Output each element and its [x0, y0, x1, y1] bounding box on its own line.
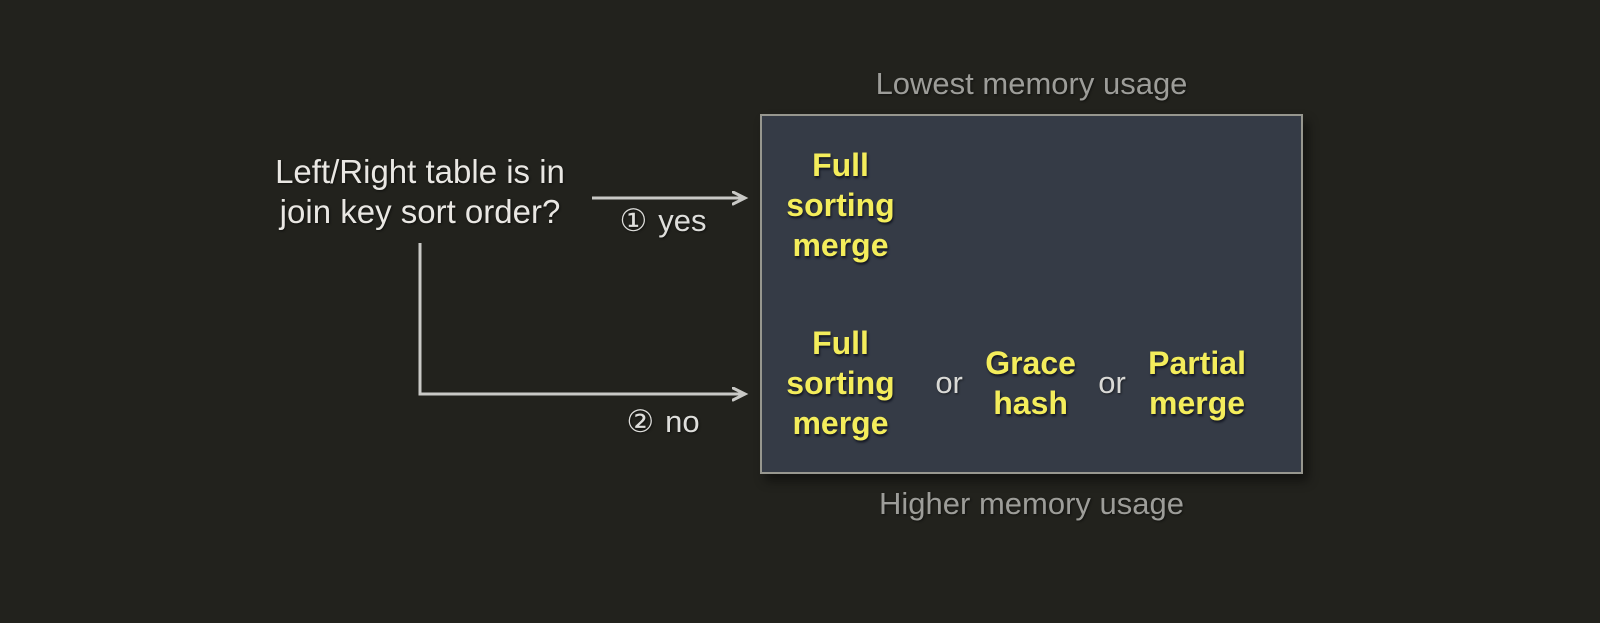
algorithm-full-sorting-merge-sorted: Full sorting merge: [786, 147, 895, 263]
sorted-case-row: Full sorting merge: [762, 116, 1301, 294]
question-line-2: join key sort order?: [279, 193, 561, 230]
higher-memory-caption: Higher memory usage: [879, 486, 1184, 521]
yes-circled-number: ①: [619, 203, 648, 238]
question-text: Left/Right table is in join key sort ord…: [230, 152, 610, 232]
question-line-1: Left/Right table is in: [275, 153, 565, 190]
algorithm-full-sorting-merge-unsorted: Full sorting merge: [786, 325, 895, 441]
or-separator-1: or: [935, 365, 963, 400]
no-circled-number: ②: [626, 404, 655, 439]
lowest-memory-caption: Lowest memory usage: [875, 66, 1188, 101]
yes-label-text: yes: [658, 203, 707, 238]
no-label-text: no: [665, 404, 700, 439]
no-branch-label: ② no: [588, 404, 738, 440]
or-separator-2: or: [1098, 365, 1126, 400]
algorithms-box: Full sorting merge Full sorting merge or…: [760, 114, 1303, 474]
algorithm-partial-merge: Partial merge: [1148, 345, 1246, 421]
algorithm-grace-hash: Grace hash: [985, 345, 1076, 421]
unsorted-case-row: Full sorting merge or Grace hash or Part…: [762, 294, 1301, 472]
yes-branch-label: ① yes: [588, 203, 738, 239]
no-arrow: [418, 243, 744, 394]
